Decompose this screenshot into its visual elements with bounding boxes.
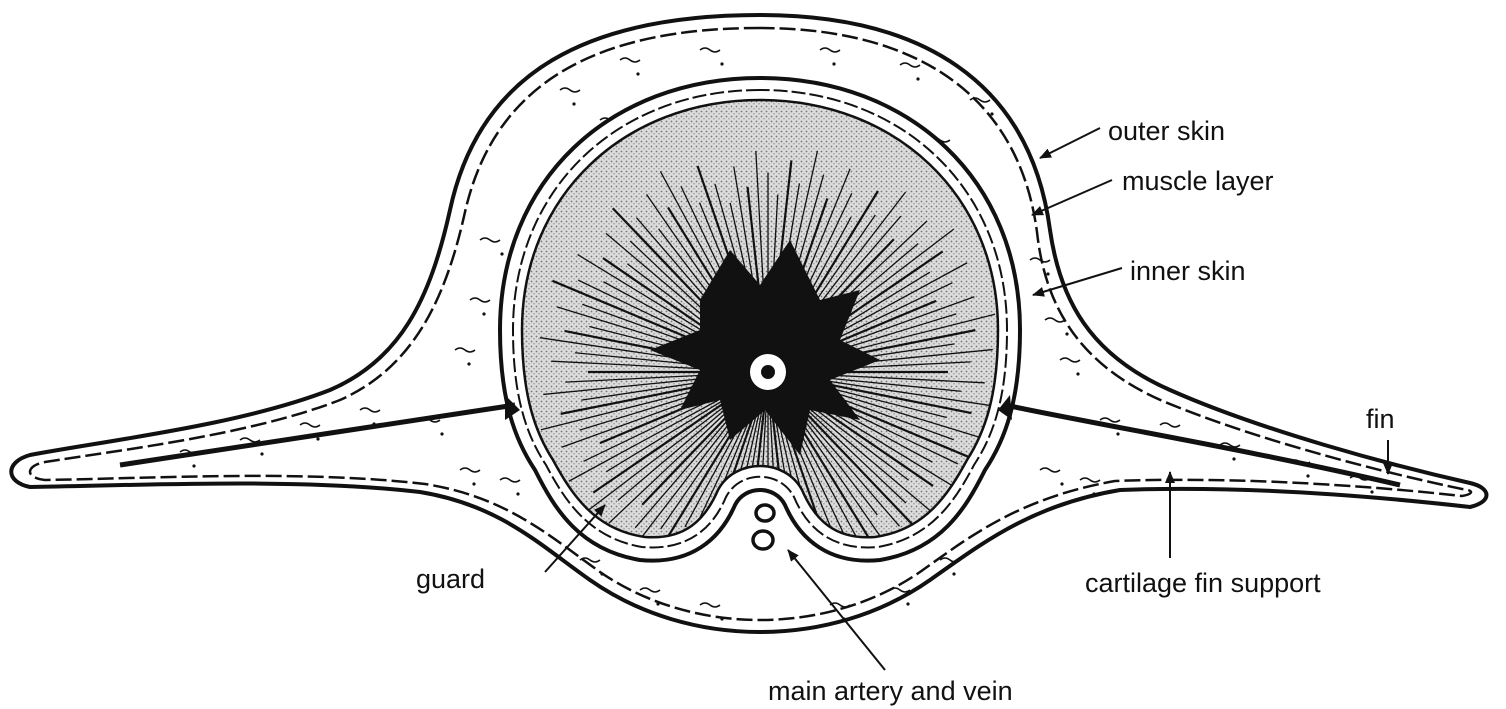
label-fin: fin (1366, 404, 1395, 434)
muscle-dot (1046, 272, 1049, 275)
muscle-dot (192, 464, 195, 467)
label-inner-skin: inner skin (1130, 256, 1246, 286)
muscle-dot (500, 252, 503, 255)
muscle-dot (720, 617, 723, 620)
muscle-dot (1065, 332, 1068, 335)
muscle-dot (656, 602, 659, 605)
label-guard: guard (416, 564, 485, 594)
muscle-dot (260, 452, 263, 455)
muscle-dot (1370, 490, 1373, 493)
label-muscle-layer: muscle layer (1122, 166, 1274, 196)
muscle-dot (472, 482, 475, 485)
muscle-dot (1060, 482, 1063, 485)
muscle-dot (952, 572, 955, 575)
muscle-dot (1116, 432, 1119, 435)
muscle-dot (832, 62, 835, 65)
guard-center (761, 365, 775, 379)
muscle-dot (600, 572, 603, 575)
muscle-dot (467, 362, 470, 365)
muscle-dot (916, 77, 919, 80)
muscle-dot (440, 432, 443, 435)
muscle-dot (572, 102, 575, 105)
muscle-dot (1076, 372, 1079, 375)
arrow-outer-skin (1040, 128, 1100, 158)
muscle-dot (990, 112, 993, 115)
label-main-artery-and-vein: main artery and vein (768, 676, 1013, 706)
muscle-dot (906, 602, 909, 605)
label-outer-skin: outer skin (1108, 116, 1225, 146)
muscle-dot (316, 437, 319, 440)
muscle-dot (482, 312, 485, 315)
muscle-dot (1092, 492, 1095, 495)
muscle-dot (516, 492, 519, 495)
label-cartilage-fin-support: cartilage fin support (1085, 568, 1321, 598)
muscle-dot (636, 72, 639, 75)
muscle-dot (720, 62, 723, 65)
muscle-dot (1306, 474, 1309, 477)
muscle-dot (1232, 457, 1235, 460)
